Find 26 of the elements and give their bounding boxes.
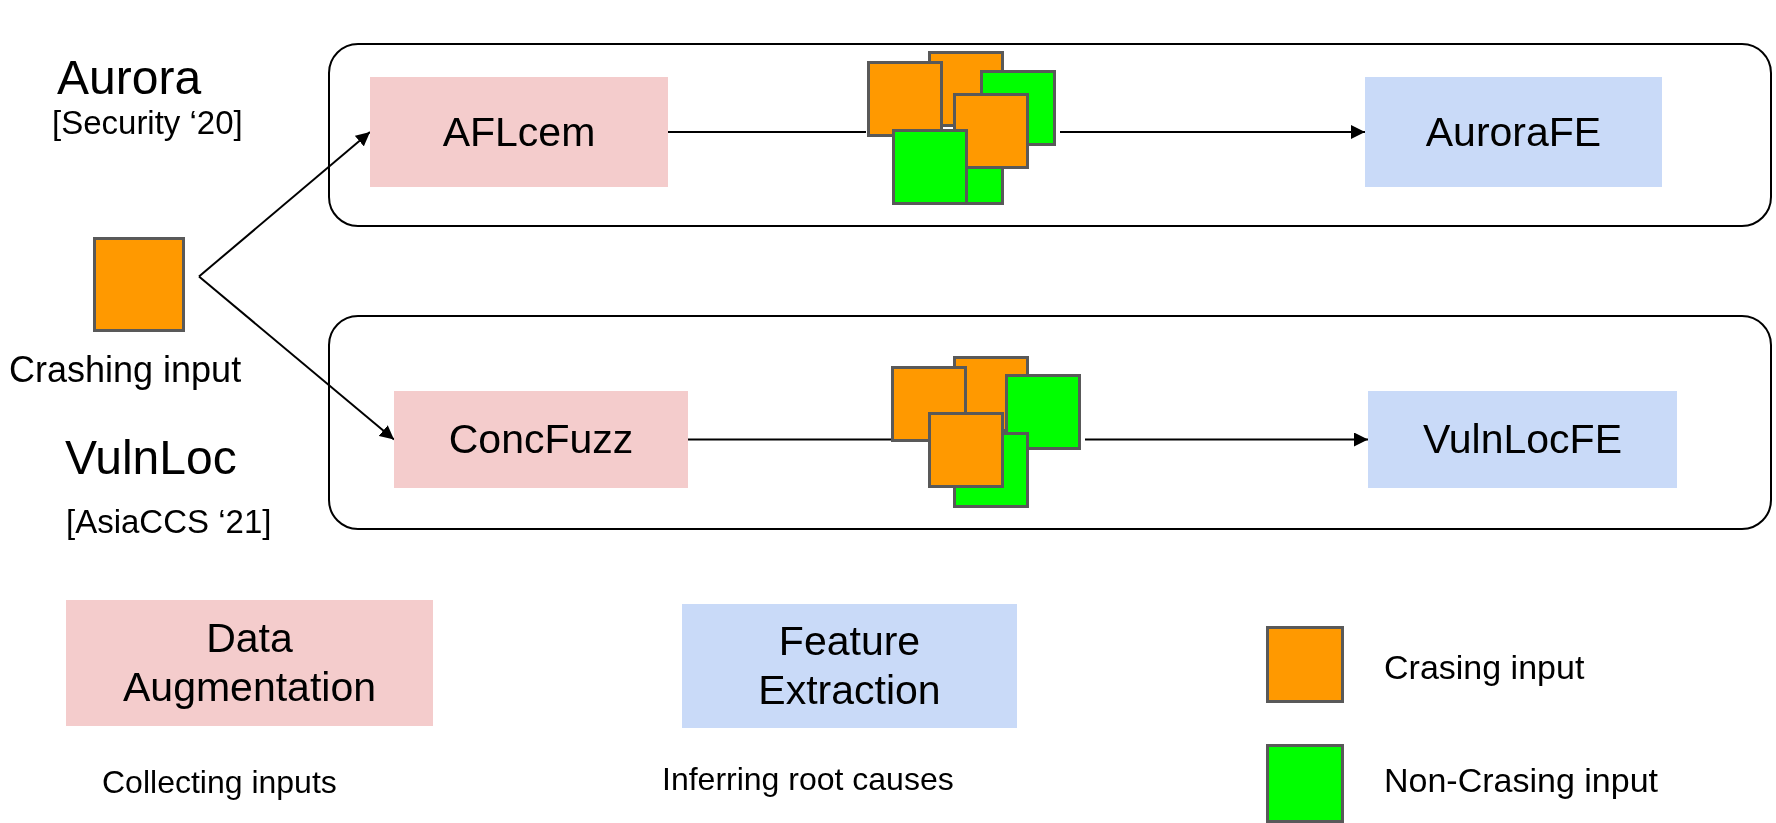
box-label: AFLcem [442,108,596,156]
legend-text: Crasing input [1384,648,1585,687]
process-box [394,391,688,488]
system-label: VulnLoc [65,430,237,485]
legend-description: Inferring root causes [662,761,954,798]
legend-text: Feature Extraction [757,616,942,715]
arrow [198,131,371,278]
venue-label: [Security ‘20] [52,104,243,142]
system-label: Aurora [57,50,202,105]
process-box [370,77,668,187]
arrow [1084,432,1369,447]
arrow [198,275,395,441]
group-panel [328,315,1772,530]
box-label: ConcFuzz [448,416,634,463]
venue-label: [AsiaCCS ‘21] [66,503,272,541]
legend-text: Data Augmentation [122,613,377,712]
node-caption: Crashing input [9,349,242,391]
box-label: AuroraFE [1425,108,1602,156]
box-label: VulnLocFE [1422,416,1622,463]
group-panel [328,43,1772,227]
legend-description: Collecting inputs [102,764,337,801]
crashing-input-icon [93,237,185,332]
legend-text: Non-Crasing input [1384,761,1659,800]
process-box [1368,391,1677,488]
arrow [1059,125,1366,139]
process-box [1365,77,1662,187]
